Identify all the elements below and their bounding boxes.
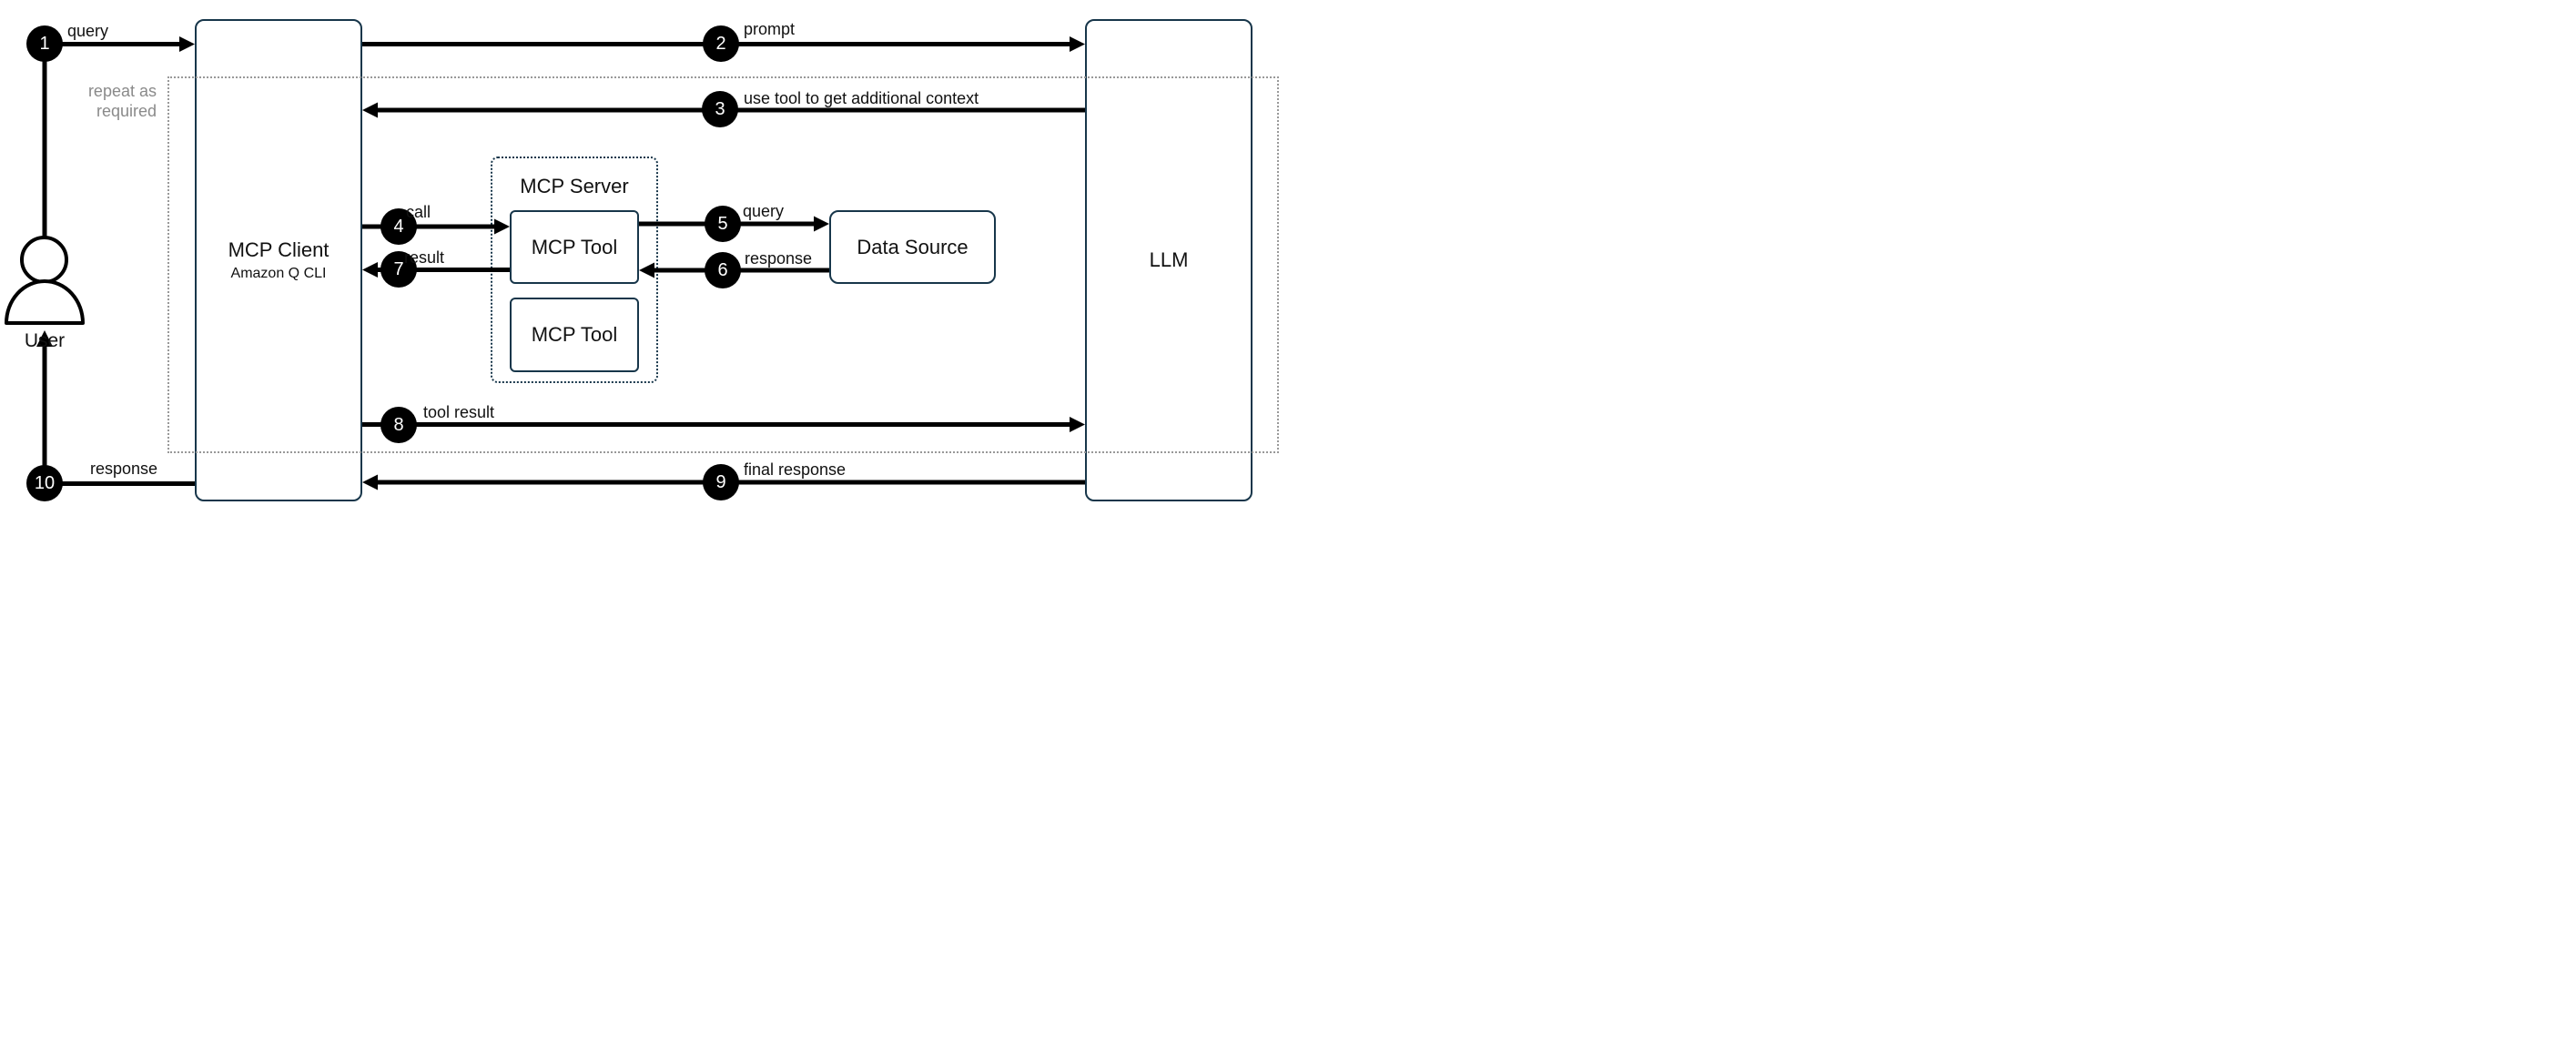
- arrow-label-result: result: [404, 248, 445, 267]
- step-circle-6: 6: [705, 252, 741, 288]
- step-circle-10: 10: [26, 465, 63, 501]
- data-source-box: Data Source: [829, 210, 996, 284]
- arrow-label-query: query: [67, 22, 109, 40]
- llm-box: LLM: [1085, 19, 1253, 501]
- mcp-client-subtitle: Amazon Q CLI: [230, 266, 327, 281]
- mcp-flow-diagram: MCP Client Amazon Q CLI LLM repeat as re…: [0, 0, 1288, 520]
- arrow-label-response-user: response: [90, 460, 158, 478]
- step-circle-5: 5: [705, 206, 741, 242]
- data-source-title: Data Source: [857, 235, 969, 258]
- step-circle-9: 9: [703, 464, 739, 500]
- mcp-tool-2-title: MCP Tool: [531, 323, 618, 346]
- mcp-server-title: MCP Server: [520, 175, 629, 197]
- arrow-label-tool-result: tool result: [423, 403, 495, 421]
- arrow-label-final-response: final response: [744, 460, 847, 479]
- user-label: User: [24, 330, 66, 351]
- mcp-tool-1-title: MCP Tool: [531, 235, 618, 258]
- llm-title: LLM: [1149, 248, 1189, 271]
- arrow-label-query-ds: query: [743, 202, 785, 220]
- arrow-label-prompt: prompt: [744, 20, 796, 38]
- step-circle-2: 2: [703, 25, 739, 62]
- repeat-loop-label-line1: repeat as: [87, 82, 157, 100]
- mcp-client-title: MCP Client: [228, 238, 330, 261]
- mcp-client-box: MCP Client Amazon Q CLI: [195, 19, 362, 501]
- repeat-loop-label-line2: required: [96, 102, 157, 120]
- arrow-label-call: call: [406, 203, 431, 221]
- step-circle-3: 3: [702, 91, 738, 127]
- arrow-label-response-ds: response: [745, 249, 813, 268]
- mcp-tool-box-1: MCP Tool: [510, 210, 639, 284]
- repeat-loop-label: repeat as required: [11, 81, 157, 121]
- arrow-label-use-tool: use tool to get additional context: [744, 89, 979, 107]
- user-icon: [5, 236, 85, 325]
- step-circle-1: 1: [26, 25, 63, 62]
- step-circle-8: 8: [380, 407, 417, 443]
- mcp-tool-box-2: MCP Tool: [510, 298, 639, 372]
